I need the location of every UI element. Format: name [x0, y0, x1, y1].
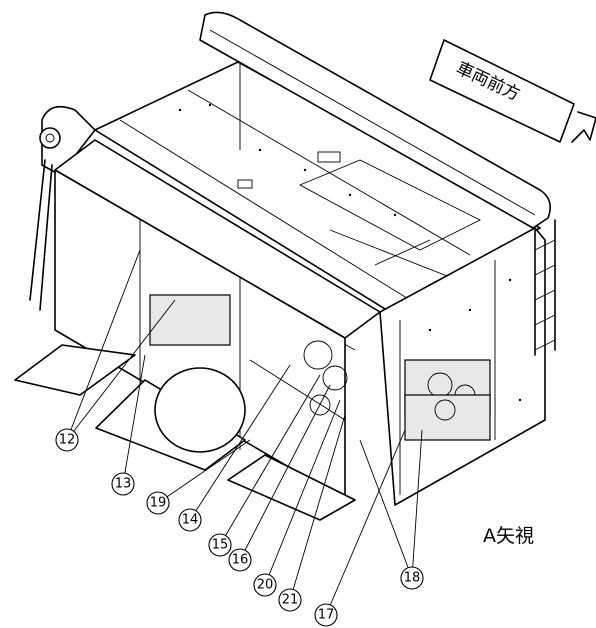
callout-19: 19 [146, 491, 170, 515]
left-fold-door [14, 344, 136, 396]
callout-label: 12 [59, 433, 76, 448]
callout-label: 14 [182, 513, 199, 528]
callout-21: 21 [278, 588, 302, 612]
front-arrow-icon [571, 111, 596, 143]
callout-label: 21 [282, 593, 299, 608]
ladder [534, 219, 556, 356]
callout-label: 15 [212, 538, 229, 553]
callout-label: 13 [115, 477, 132, 492]
callout-label: 18 [404, 571, 421, 586]
callout-18: 18 [400, 566, 424, 590]
callout-label: 17 [318, 608, 335, 623]
roof-rail [199, 11, 551, 229]
callout-20: 20 [253, 573, 277, 597]
leader-lines [66, 249, 423, 616]
vehicle-front-indicator: 車両前方 [429, 39, 596, 143]
middle-fold-door [95, 367, 246, 471]
front-face [54, 169, 348, 501]
callout-label: 19 [150, 496, 167, 511]
callout-label: 20 [257, 578, 274, 593]
vehicle-roof [94, 61, 541, 313]
rivets [178, 103, 522, 402]
callout-12: 12 [55, 428, 79, 452]
callout-17: 17 [314, 603, 338, 627]
callout-13: 13 [111, 472, 135, 496]
callout-16: 16 [228, 548, 252, 572]
callout-15: 15 [208, 533, 232, 557]
callout-14: 14 [178, 508, 202, 532]
view-label: A矢視 [483, 525, 534, 547]
right-fold-door [227, 454, 356, 521]
callout-label: 16 [232, 553, 249, 568]
